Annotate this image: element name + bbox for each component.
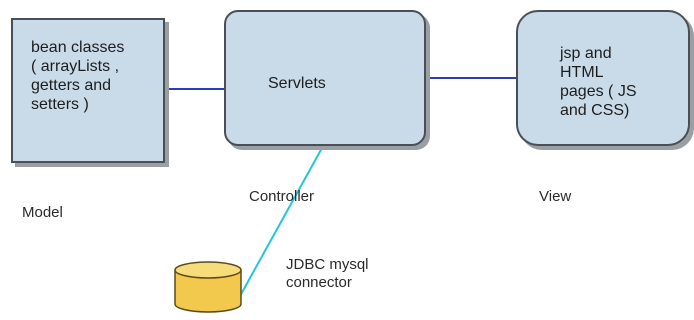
database-cylinder-icon — [174, 261, 242, 313]
view-box: jsp and HTML pages ( JS and CSS) — [516, 10, 690, 146]
controller-database-link — [239, 147, 323, 297]
model-caption: Model — [22, 204, 63, 221]
controller-box-text: Servlets — [268, 75, 326, 92]
view-box-text: jsp and HTML pages ( JS and CSS) — [560, 45, 637, 119]
model-box: bean classes ( arrayLists , getters and … — [11, 18, 165, 163]
view-caption: View — [539, 188, 572, 205]
model-box-text: bean classes ( arrayLists , getters and … — [31, 39, 125, 113]
database-caption: JDBC mysql connector — [286, 256, 369, 291]
controller-caption: Controller — [249, 188, 315, 205]
controller-box: Servlets — [224, 10, 426, 146]
